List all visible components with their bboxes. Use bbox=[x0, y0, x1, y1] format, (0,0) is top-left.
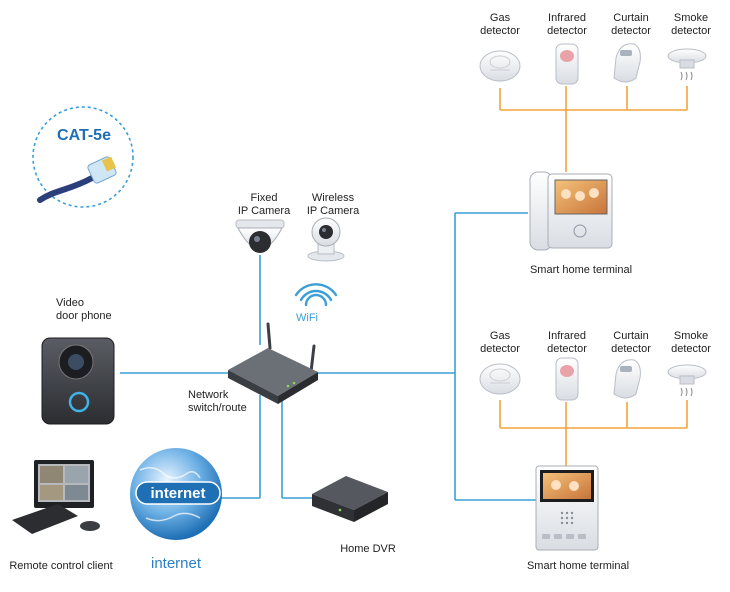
bottom-smoke-detector-icon bbox=[667, 364, 707, 397]
home-dvr-label: Home DVR bbox=[340, 543, 396, 555]
top-smoke-detector-label: Smoke detector bbox=[671, 12, 711, 37]
network-switch-icon bbox=[228, 322, 318, 404]
bottom-terminal-label: Smart home terminal bbox=[526, 560, 630, 572]
remote-client-label: Remote control client bbox=[9, 560, 113, 572]
door-phone-label: Video door phone bbox=[56, 297, 112, 322]
top-terminal-label: Smart home terminal bbox=[529, 264, 633, 276]
wireless-ip-camera-icon bbox=[307, 217, 345, 262]
cat5e-badge: CAT-5e bbox=[32, 106, 134, 208]
cat5e-label: CAT-5e bbox=[57, 127, 111, 144]
top-curtain-detector-icon bbox=[613, 43, 641, 83]
top-infrared-detector-label: Infrared detector bbox=[547, 12, 587, 37]
bottom-curtain-detector-label: Curtain detector bbox=[611, 330, 651, 355]
bottom-smart-home-terminal-icon bbox=[535, 465, 599, 551]
bottom-curtain-detector-icon bbox=[613, 359, 641, 399]
bottom-smoke-detector-label: Smoke detector bbox=[671, 330, 711, 355]
wireless-camera-label: Wireless IP Camera bbox=[306, 192, 360, 217]
remote-client-computer-icon bbox=[12, 460, 100, 534]
top-infrared-detector-icon bbox=[555, 43, 579, 85]
ethernet-cable-icon bbox=[37, 156, 117, 203]
internet-label: internet bbox=[151, 555, 202, 572]
top-curtain-detector-label: Curtain detector bbox=[611, 12, 651, 37]
bottom-gas-detector-icon bbox=[479, 363, 521, 395]
wifi-icon bbox=[294, 283, 338, 307]
home-dvr-icon bbox=[312, 476, 388, 522]
fixed-camera-label: Fixed IP Camera bbox=[237, 192, 291, 217]
bottom-infrared-detector-icon bbox=[555, 357, 579, 401]
top-gas-detector-icon bbox=[479, 50, 521, 82]
top-smoke-detector-icon bbox=[667, 48, 707, 81]
bottom-gas-detector-label: Gas detector bbox=[480, 330, 520, 355]
wifi-label: WiFi bbox=[296, 312, 318, 324]
top-detector-group bbox=[479, 43, 707, 85]
orange-connections bbox=[499, 86, 688, 466]
globe-label: internet bbox=[150, 485, 205, 502]
top-gas-detector-label: Gas detector bbox=[480, 12, 520, 37]
fixed-ip-camera-icon bbox=[235, 219, 285, 253]
switch-label: Network switch/route bbox=[188, 389, 247, 414]
bottom-infrared-detector-label: Infrared detector bbox=[547, 330, 587, 355]
blue-connections bbox=[120, 212, 536, 501]
bottom-detector-group bbox=[479, 357, 707, 401]
top-smart-home-terminal-icon bbox=[529, 171, 613, 251]
video-door-phone-icon bbox=[41, 337, 115, 425]
internet-globe-icon: internet bbox=[130, 448, 222, 540]
